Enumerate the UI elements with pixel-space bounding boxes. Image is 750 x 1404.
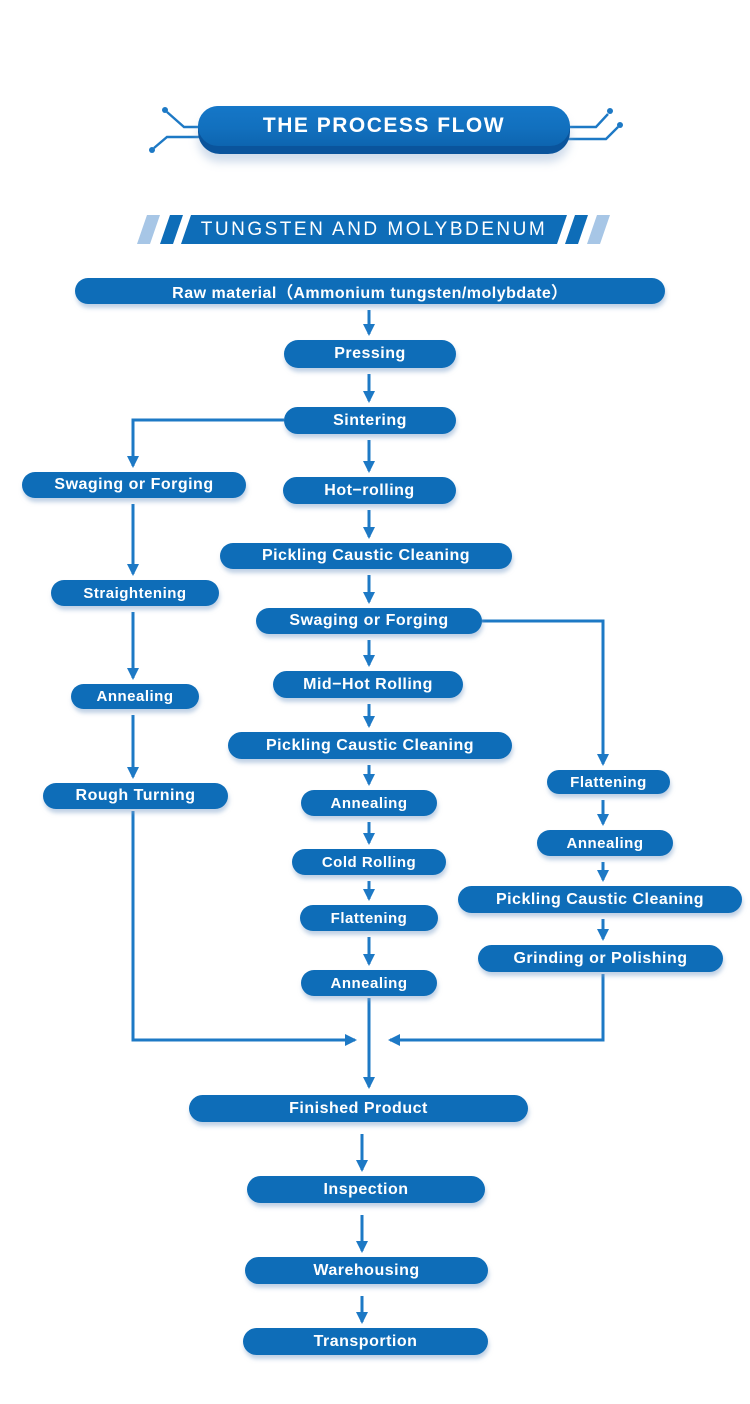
- flow-node-swaging-mid: Swaging or Forging: [256, 608, 482, 634]
- flow-node-inspection: Inspection: [247, 1176, 485, 1203]
- flow-edge-swaging-branch-right: [482, 619, 609, 766]
- flow-node-pickling-1: Pickling Caustic Cleaning: [220, 543, 512, 569]
- circuit-dot: [617, 122, 623, 128]
- flow-node-mid-hot-rolling: Mid−Hot Rolling: [273, 671, 463, 698]
- flow-node-rough-turning: Rough Turning: [43, 783, 228, 809]
- circuit-dot: [162, 107, 168, 113]
- circuit-trace-left: [149, 107, 200, 153]
- flow-node-cold-rolling: Cold Rolling: [292, 849, 446, 875]
- circuit-dot: [149, 147, 155, 153]
- flow-node-straightening: Straightening: [51, 580, 219, 606]
- flow-node-annealing-mid-2: Annealing: [301, 970, 437, 996]
- flow-node-annealing-right: Annealing: [537, 830, 673, 856]
- flow-node-flattening-mid: Flattening: [300, 905, 438, 931]
- flow-node-pressing: Pressing: [284, 340, 456, 368]
- flow-node-hot-rolling: Hot−rolling: [283, 477, 456, 504]
- page-title: THE PROCESS FLOW: [262, 114, 506, 137]
- flow-node-annealing-left: Annealing: [71, 684, 199, 709]
- circuit-dot: [607, 108, 613, 114]
- flow-node-annealing-mid-1: Annealing: [301, 790, 437, 816]
- flow-node-swaging-left: Swaging or Forging: [22, 472, 246, 498]
- header-decoration: [149, 107, 623, 153]
- flow-node-raw-material: Raw material（Ammonium tungsten/molybdate…: [75, 278, 665, 304]
- flow-node-pickling-2: Pickling Caustic Cleaning: [228, 732, 512, 759]
- flow-node-sintering: Sintering: [284, 407, 456, 434]
- flow-edge-roughturning-merge: [131, 811, 357, 1046]
- flow-node-transportion: Transportion: [243, 1328, 488, 1355]
- flow-node-pickling-right: Pickling Caustic Cleaning: [458, 886, 742, 913]
- flow-edge-sintering-branch-left: [127, 418, 284, 468]
- title-banner-face: THE PROCESS FLOW: [198, 106, 570, 146]
- circuit-trace-right: [568, 108, 623, 141]
- flow-edge-grinding-merge: [388, 974, 605, 1046]
- flow-node-flattening-right: Flattening: [547, 770, 670, 794]
- flow-node-grinding-polishing: Grinding or Polishing: [478, 945, 723, 972]
- flow-node-warehousing: Warehousing: [245, 1257, 488, 1284]
- title-banner: THE PROCESS FLOW: [198, 106, 570, 154]
- flow-node-finished-product: Finished Product: [189, 1095, 528, 1122]
